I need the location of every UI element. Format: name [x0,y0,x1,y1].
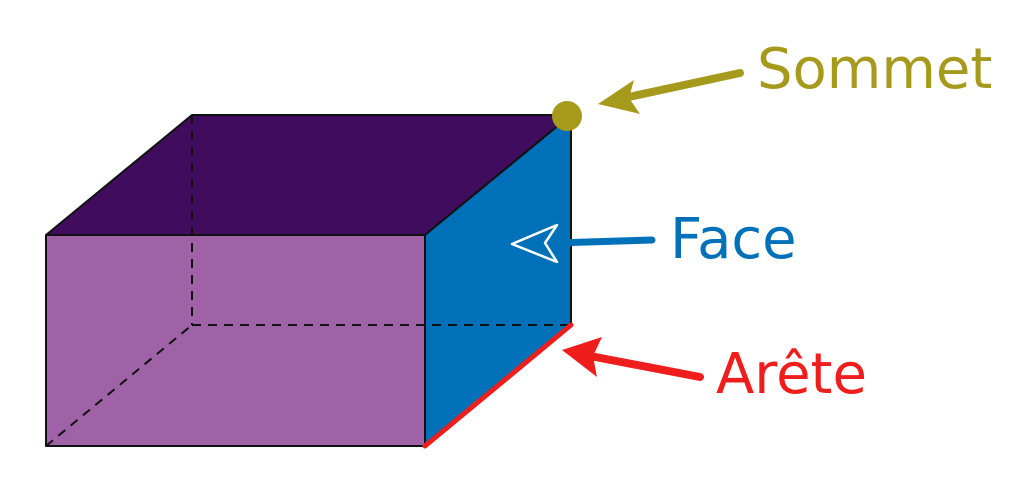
edge-arrow-head [562,337,602,377]
face-arrow [510,223,656,264]
edge-arrow [562,337,704,381]
vertex-arrow-head [598,80,640,114]
vertex-arrow [598,69,744,114]
vertex-arrow-shaft [620,69,744,102]
vertex-label: Sommet [757,37,992,102]
edge-arrow-shaft [586,352,704,381]
edge-label: Arête [716,342,867,407]
hidden-edges [45,115,571,447]
vertex-dot [552,101,582,131]
front-face [45,234,426,447]
highlighted-edge [422,322,574,449]
face-label: Face [670,207,797,272]
face-arrow-shaft [551,236,656,247]
face-arrow-head [510,223,559,264]
